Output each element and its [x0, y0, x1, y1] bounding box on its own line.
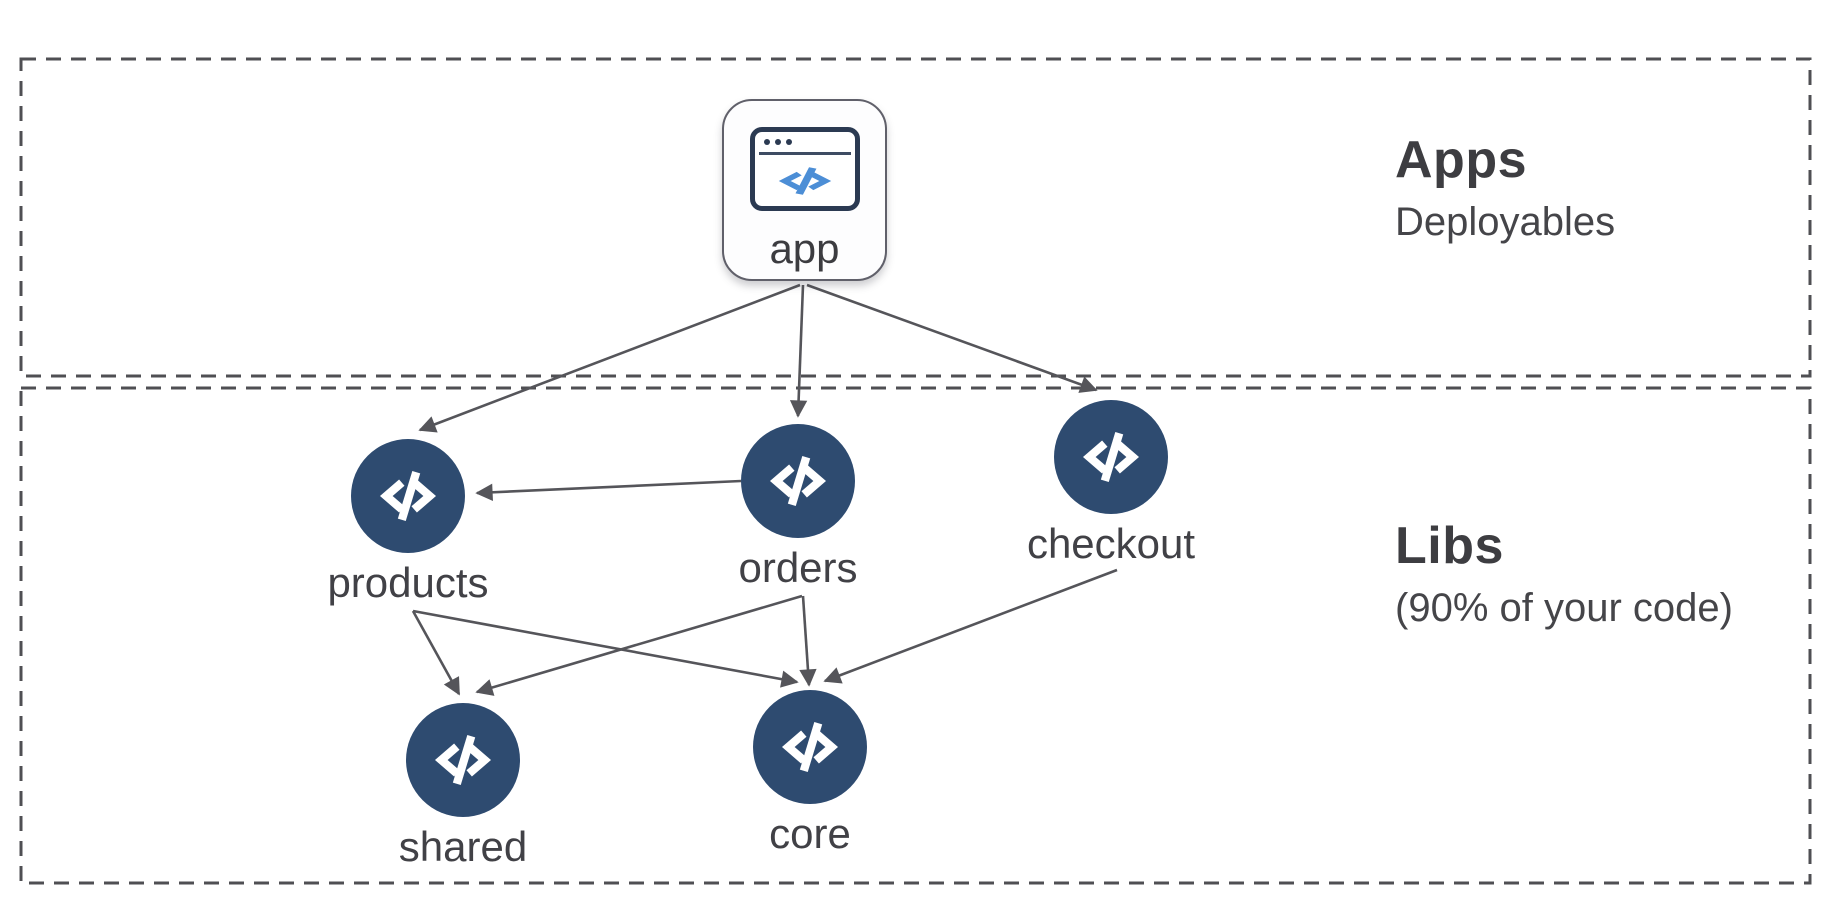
edge-orders-to-shared — [475, 594, 803, 696]
code-circle-icon — [741, 424, 855, 538]
code-brackets-icon — [766, 450, 830, 512]
code-brackets-icon — [431, 729, 495, 791]
apps-region-title: Apps — [1395, 131, 1527, 189]
browser-dot-icon — [763, 139, 770, 145]
node-core-label: core — [769, 810, 851, 857]
browser-titlebar — [758, 132, 851, 155]
libs-region-subtitle: (90% of your code) — [1395, 586, 1733, 630]
apps-region-border — [19, 57, 1812, 378]
apps-region-label: Apps Deployables — [1395, 134, 1615, 244]
browser-code-icon — [749, 127, 860, 211]
code-circle-icon — [351, 439, 465, 553]
edge-app-to-orders — [789, 284, 808, 418]
edge-orders-to-products — [475, 479, 742, 501]
browser-body — [755, 155, 855, 206]
libs-region-border — [19, 386, 1812, 885]
libs-region-title: Libs — [1395, 517, 1504, 575]
node-shared: shared — [399, 703, 527, 870]
edge-app-to-products — [418, 283, 801, 433]
node-shared-label: shared — [398, 823, 528, 870]
code-circle-icon — [1054, 400, 1168, 514]
node-checkout: checkout — [1027, 400, 1195, 567]
code-brackets-icon — [1079, 426, 1143, 488]
edge-checkout-to-core — [823, 568, 1118, 684]
edge-products-to-shared — [411, 610, 461, 696]
libs-region-label: Libs (90% of your code) — [1395, 520, 1733, 630]
node-checkout-label: checkout — [1026, 520, 1196, 567]
node-app-label: app — [769, 225, 840, 272]
code-circle-icon — [753, 690, 867, 804]
node-orders: orders — [738, 424, 858, 591]
browser-dot-icon — [785, 139, 792, 145]
node-core: core — [753, 690, 867, 857]
edge-group — [411, 283, 1118, 696]
code-brackets-icon — [776, 164, 834, 198]
edge-products-to-core — [412, 609, 799, 688]
edge-orders-to-core — [799, 595, 817, 687]
browser-dot-icon — [774, 139, 781, 145]
apps-region-subtitle: Deployables — [1395, 200, 1616, 244]
code-brackets-icon — [376, 465, 440, 527]
node-app: app — [722, 99, 887, 281]
code-circle-icon — [406, 703, 520, 817]
node-products-label: products — [327, 559, 489, 606]
code-brackets-icon — [778, 716, 842, 778]
node-orders-label: orders — [738, 544, 858, 591]
edge-app-to-checkout — [806, 283, 1098, 393]
node-products: products — [327, 439, 489, 606]
